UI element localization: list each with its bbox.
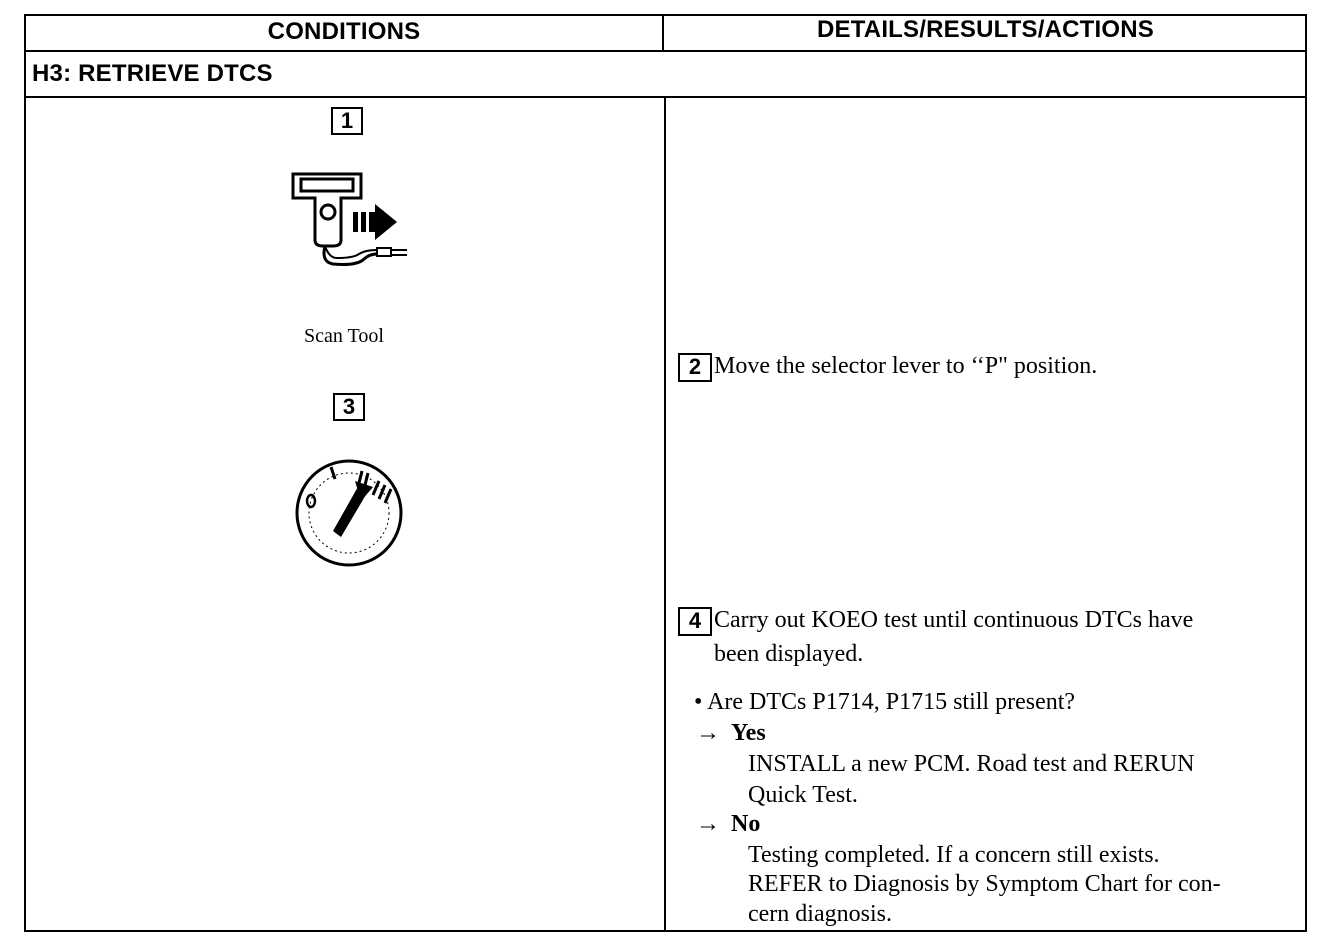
no-label: No [731, 811, 761, 837]
no-action-line-3: cern diagnosis. [748, 901, 892, 927]
yes-action-line-2: Quick Test. [748, 782, 858, 808]
details-header: DETAILS/RESULTS/ACTIONS [816, 16, 1155, 43]
body-column-divider [664, 96, 666, 932]
step-4-number: 4 [678, 607, 712, 636]
yes-arrow: → [696, 720, 720, 746]
ignition-switch-icon [295, 459, 403, 567]
scan-tool-caption: Scan Tool [304, 325, 384, 347]
step-2-text: Move the selector lever to ‘‘P" position… [714, 353, 1098, 379]
step-1-number: 1 [331, 107, 363, 135]
step-4-line-1: Carry out KOEO test until continuous DTC… [714, 607, 1194, 633]
step-3-number: 3 [333, 393, 365, 421]
no-arrow: → [696, 811, 720, 837]
section-title: H3: RETRIEVE DTCS [32, 60, 273, 87]
step-4-line-2: been displayed. [714, 641, 864, 667]
conditions-header: CONDITIONS [267, 18, 421, 45]
header-column-divider [662, 14, 664, 50]
yes-action-line-1: INSTALL a new PCM. Road test and RERUN [748, 751, 1195, 777]
yes-label: Yes [731, 720, 766, 746]
header-divider [24, 50, 1307, 52]
scan-tool-icon [291, 172, 407, 266]
no-action-line-2: REFER to Diagnosis by Symptom Chart for … [748, 871, 1221, 897]
step-2-number: 2 [678, 353, 712, 382]
dtc-question: • Are DTCs P1714, P1715 still present? [694, 689, 1076, 715]
no-action-line-1: Testing completed. If a concern still ex… [748, 842, 1160, 868]
